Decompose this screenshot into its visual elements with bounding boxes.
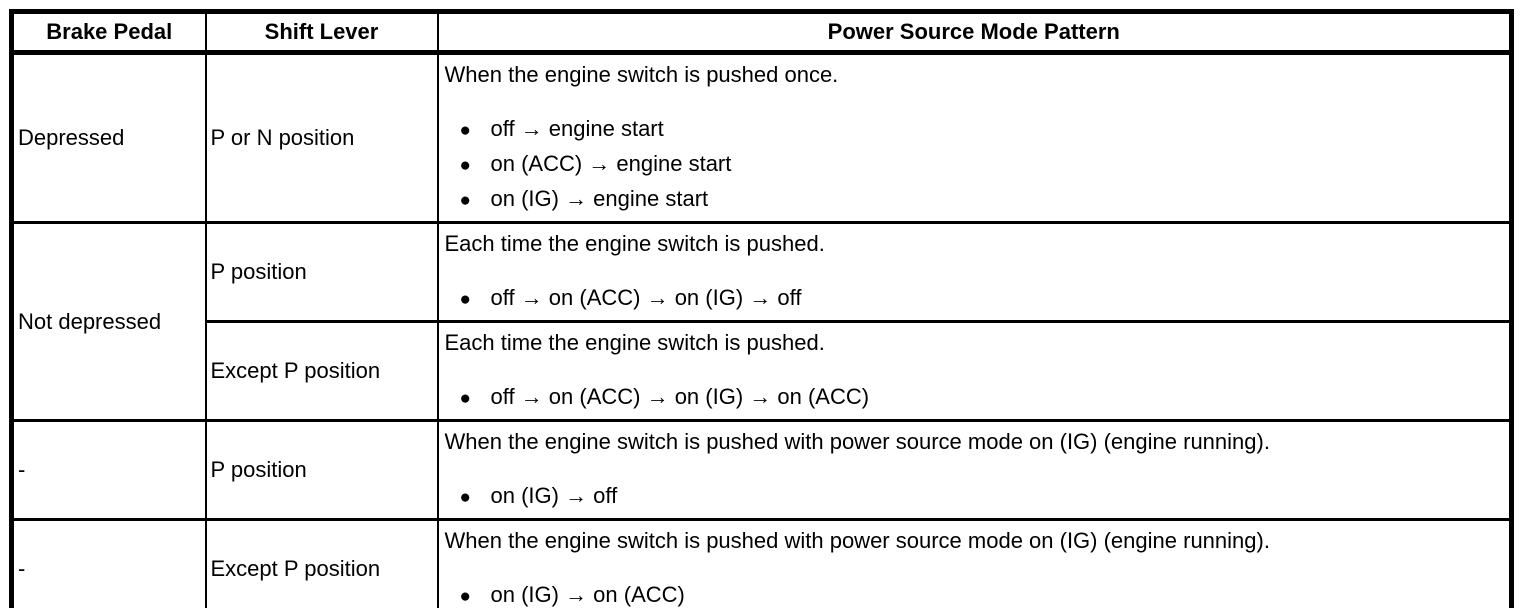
cell-shift-lever: P or N position [204,51,439,224]
bullet-icon: ● [459,289,471,310]
pattern-bullet-list: ● on (IG) → off [445,479,1504,514]
cell-pattern: Each time the engine switch is pushed. ●… [436,320,1513,422]
bullet-icon: ● [459,487,471,508]
bullet-icon: ● [459,155,471,176]
pattern-intro: Each time the engine switch is pushed. [444,330,825,355]
bullet-icon: ● [459,586,471,607]
cell-shift-lever: Except P position [204,320,439,422]
pattern-bullet-item: ● off → engine start [460,112,1504,147]
pattern-bullet-list: ● off → engine start ● on (ACC) → engine s… [445,112,1504,217]
table-row: Except P position Each time the engine s… [12,320,1513,422]
header-shift-lever: Shift Lever [204,10,439,55]
pattern-bullet-item: ● off → on (ACC) → on (IG) → on (ACC) [460,380,1504,415]
table-row: - Except P position When the engine swit… [10,518,1513,608]
bullet-icon: ● [459,120,471,141]
header-power-source-mode-pattern: Power Source Mode Pattern [436,10,1513,55]
cell-brake-pedal: Depressed [10,51,207,224]
bullet-icon: ● [459,190,471,211]
pattern-intro: When the engine switch is pushed once. [444,62,839,87]
pattern-bullet-list: ● off → on (ACC) → on (IG) → on (ACC) [445,380,1504,415]
table-row: Not depressed P position Each time the e… [10,221,1513,422]
pattern-bullet-list: ● on (IG) → on (ACC) [445,578,1504,608]
cell-pattern: Each time the engine switch is pushed. ●… [436,221,1513,323]
bullet-icon: ● [459,388,471,409]
pattern-bullet-item: ● on (ACC) → engine start [460,147,1504,182]
table-header-row: Brake Pedal Shift Lever Power Source Mod… [10,10,1513,55]
header-brake-pedal: Brake Pedal [10,10,207,55]
table-row: - P position When the engine switch is p… [10,419,1513,521]
cell-brake-pedal: - [10,419,207,521]
pattern-bullet-item: ● on (IG) → engine start [460,182,1504,217]
pattern-bullet-text: on (IG) → off [490,483,618,508]
pattern-intro: When the engine switch is pushed with po… [444,429,1270,454]
cell-shift-lever: Except P position [204,518,439,608]
cell-shift-lever: P position [204,419,439,521]
table-row: Depressed P or N position When the engin… [10,51,1513,224]
pattern-bullet-text: off → engine start [490,116,664,141]
cell-pattern: When the engine switch is pushed once. ●… [436,51,1513,224]
pattern-intro: When the engine switch is pushed with po… [444,528,1270,553]
cell-brake-pedal: - [10,518,207,608]
cell-pattern: When the engine switch is pushed with po… [436,518,1513,608]
pattern-bullet-list: ● off → on (ACC) → on (IG) → off [445,281,1504,316]
pattern-bullet-text: on (IG) → engine start [490,186,709,211]
cell-brake-pedal: Not depressed [10,221,207,422]
pattern-bullet-item: ● off → on (ACC) → on (IG) → off [460,281,1504,316]
cell-pattern: When the engine switch is pushed with po… [436,419,1513,521]
pattern-bullet-text: off → on (ACC) → on (IG) → on (ACC) [490,384,870,409]
cell-shift-lever: P position [204,221,439,323]
pattern-bullet-text: off → on (ACC) → on (IG) → off [490,285,802,310]
power-source-mode-table: Brake Pedal Shift Lever Power Source Mod… [9,9,1514,608]
pattern-bullet-item: ● on (IG) → on (ACC) [460,578,1504,608]
pattern-intro: Each time the engine switch is pushed. [444,231,825,256]
pattern-bullet-item: ● on (IG) → off [460,479,1504,514]
pattern-bullet-text: on (IG) → on (ACC) [490,582,685,607]
pattern-bullet-text: on (ACC) → engine start [490,151,732,176]
